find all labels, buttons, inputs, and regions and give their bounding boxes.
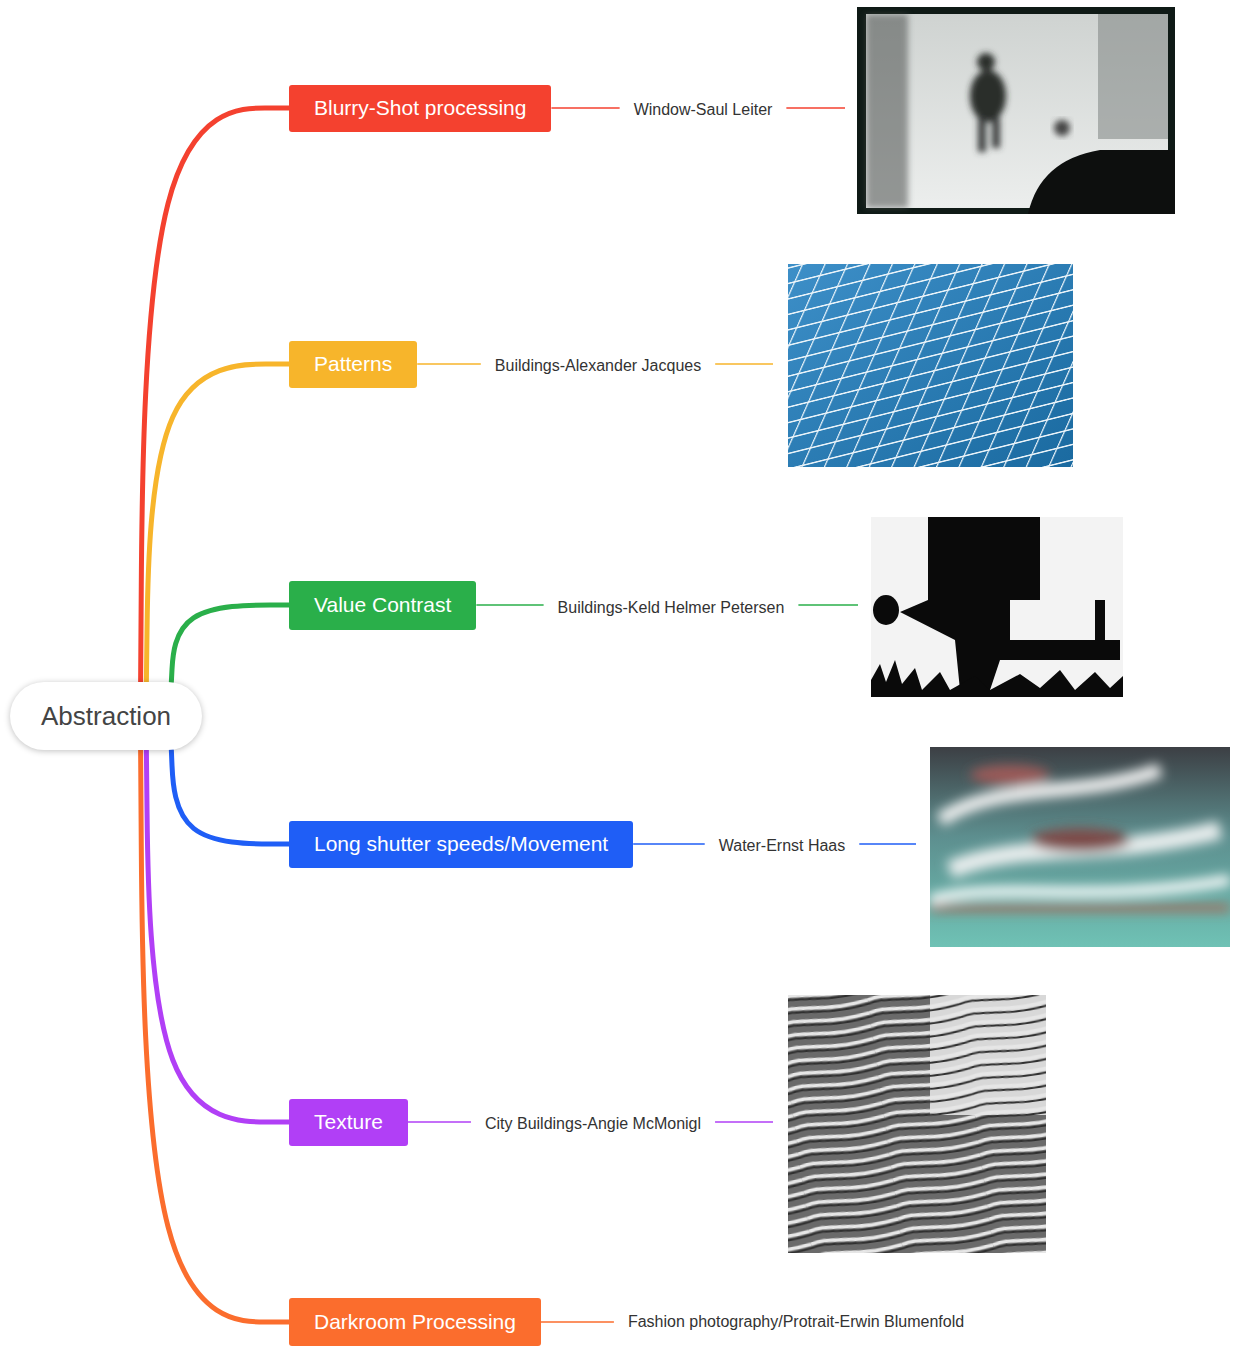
leader-line: [715, 1121, 773, 1123]
contrast-photo: [871, 517, 1123, 697]
branch-connector: [141, 750, 289, 1322]
artist-label: Water-Ernst Haas: [717, 837, 848, 855]
topic-title: Texture: [314, 1110, 383, 1134]
grass-silhouette: [871, 660, 1123, 697]
building-shape: [1098, 14, 1168, 139]
pattern-photo: [788, 264, 1073, 467]
disc-silhouette: [873, 595, 899, 625]
leader-line: [633, 843, 705, 845]
leader-line: [476, 604, 543, 606]
leader-line: [786, 107, 845, 109]
topic-box: Patterns: [289, 341, 417, 388]
topic-box: Blurry-Shot processing: [289, 85, 551, 132]
crane-silhouette: [900, 517, 1120, 690]
leader-line: [551, 107, 619, 109]
condensation: [866, 14, 908, 208]
figure-leg: [978, 118, 986, 152]
branch-connector: [171, 605, 289, 682]
artist-label: Buildings-Alexander Jacques: [493, 357, 703, 375]
topic-title: Darkroom Processing: [314, 1310, 516, 1334]
lane-rope: [930, 905, 1230, 911]
leader-line: [417, 363, 481, 365]
topic-title: Value Contrast: [314, 593, 451, 617]
artist-label: Buildings-Keld Helmer Petersen: [556, 599, 787, 617]
topic-box: Value Contrast: [289, 581, 476, 630]
post-silhouette: [1095, 600, 1105, 660]
window-photo: [857, 7, 1175, 214]
root-node: Abstraction: [10, 682, 202, 750]
figure-head: [977, 53, 995, 71]
glass-facade: [788, 264, 1073, 467]
topic-box: Long shutter speeds/Movement: [289, 821, 633, 868]
branch-connector: [146, 364, 289, 682]
artist-label: City Buildings-Angie McMonigl: [483, 1115, 703, 1133]
wavy-balconies: [788, 995, 1046, 1253]
branch-connector: [141, 108, 289, 682]
connector-layer: [141, 108, 916, 1322]
artist-label: Window-Saul Leiter: [632, 101, 775, 119]
walking-figure: [970, 53, 1006, 152]
water-photo: [930, 747, 1230, 947]
swimmer-blur: [1030, 828, 1130, 852]
branch-connector: [146, 750, 289, 1122]
texture-photo: [788, 995, 1046, 1253]
motion-streaks: [930, 765, 1230, 911]
root-title: Abstraction: [41, 701, 171, 732]
photo-ground: [871, 517, 1123, 697]
leader-line: [541, 1321, 614, 1323]
leader-line: [715, 363, 773, 365]
figure-body: [970, 70, 1006, 122]
figure-leg: [992, 118, 1000, 148]
facade-ground: [788, 995, 1046, 1253]
hydrant: [1054, 120, 1070, 136]
topic-title: Long shutter speeds/Movement: [314, 832, 608, 856]
leader-line: [798, 604, 858, 606]
branch-connector: [171, 750, 289, 844]
leader-line: [408, 1121, 471, 1123]
thumb-shadow: [1028, 150, 1175, 214]
photo-frame: [857, 7, 1175, 214]
topic-box: Darkroom Processing: [289, 1298, 541, 1346]
topic-title: Patterns: [314, 352, 392, 376]
pool-ground: [930, 747, 1230, 947]
window-grid: [788, 264, 1073, 467]
topic-title: Blurry-Shot processing: [314, 96, 526, 120]
leader-line: [859, 843, 916, 845]
swimmer-blur: [970, 765, 1050, 785]
artist-label: Fashion photography/Protrait-Erwin Blume…: [626, 1313, 966, 1331]
splash-streak: [930, 880, 1230, 900]
topic-box: Texture: [289, 1099, 408, 1146]
